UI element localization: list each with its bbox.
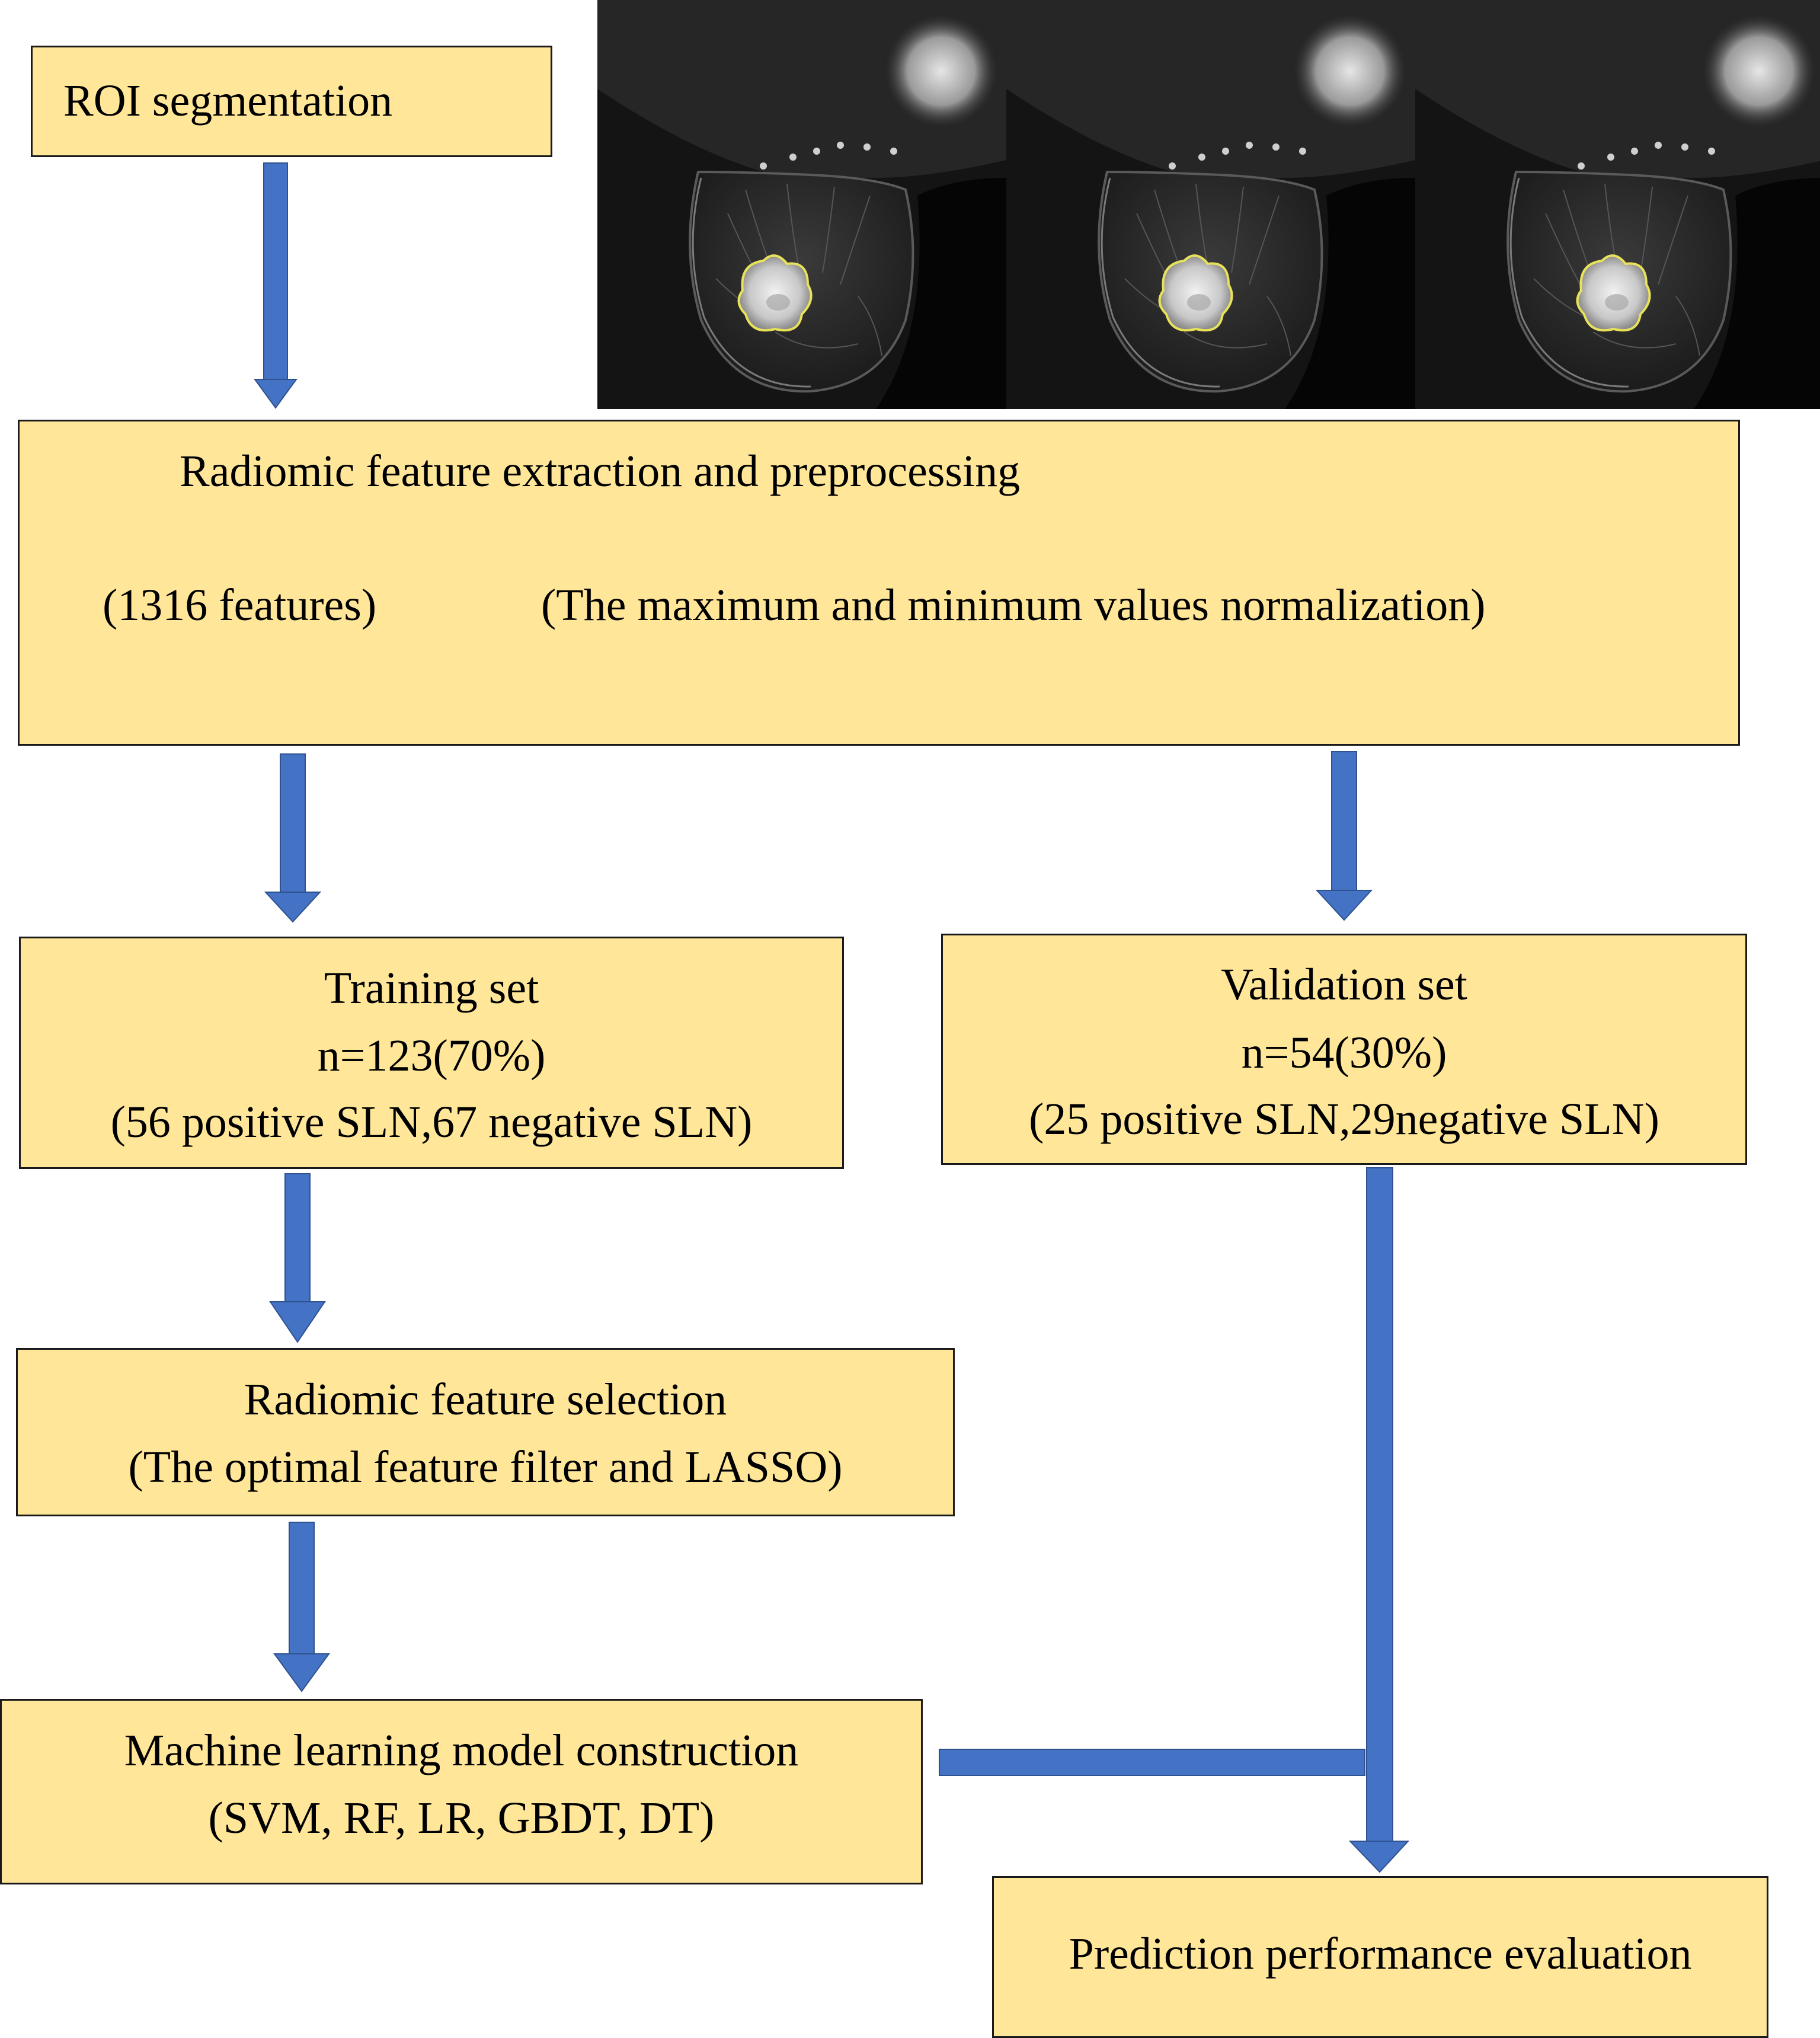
tissue-blob — [1703, 15, 1815, 127]
feature-selection-method: (The optimal feature filter and LASSO) — [128, 1442, 843, 1492]
model-construction-box: Machine learning model construction (SVM… — [0, 1699, 923, 1884]
training-set-breakdown: (56 positive SLN,67 negative SLN) — [110, 1097, 753, 1147]
arrow-extraction-to-training — [264, 753, 322, 923]
model-construction-algorithms: (SVM, RF, LR, GBDT, DT) — [208, 1793, 715, 1843]
mri-image — [1415, 0, 1820, 409]
roi-segmentation-label: ROI segmentation — [63, 76, 393, 126]
validation-set-title: Validation set — [1221, 960, 1467, 1010]
tissue-blob — [1294, 15, 1406, 127]
roi-tumor-outline — [1158, 254, 1233, 332]
training-set-count: n=123(70%) — [317, 1031, 546, 1081]
mri-image — [1006, 0, 1415, 409]
performance-evaluation-box: Prediction performance evaluation — [992, 1876, 1768, 2038]
mri-slice-1 — [597, 0, 1006, 409]
connector-model-to-join — [939, 1749, 1365, 1776]
roi-tumor-outline — [737, 254, 813, 332]
validation-set-count: n=54(30%) — [1241, 1028, 1447, 1078]
feature-count-note: (1316 features) — [103, 580, 377, 630]
arrow-extraction-to-validation — [1315, 751, 1373, 921]
training-set-box: Training set n=123(70%) (56 positive SLN… — [19, 937, 844, 1169]
mri-slice-2 — [1006, 0, 1415, 409]
feature-extraction-box: Radiomic feature extraction and preproce… — [18, 420, 1740, 746]
extraction-title: Radiomic feature extraction and preproce… — [180, 446, 1021, 496]
model-construction-title: Machine learning model construction — [124, 1726, 799, 1775]
roi-segmentation-box: ROI segmentation — [31, 46, 552, 157]
roi-tumor-outline — [1576, 254, 1651, 332]
arrow-training-to-selection — [269, 1173, 326, 1343]
mri-image — [597, 0, 1006, 409]
arrow-roi-to-extraction — [254, 162, 298, 409]
feature-selection-box: Radiomic feature selection (The optimal … — [16, 1348, 955, 1516]
training-set-title: Training set — [324, 963, 539, 1013]
normalization-note: (The maximum and minimum values normaliz… — [541, 580, 1486, 630]
mri-slice-3 — [1415, 0, 1820, 409]
validation-set-breakdown: (25 positive SLN,29negative SLN) — [1029, 1094, 1659, 1144]
validation-set-box: Validation set n=54(30%) (25 positive SL… — [941, 934, 1747, 1165]
arrow-selection-to-model — [273, 1522, 330, 1692]
arrow-validation-to-evaluation — [1348, 1167, 1410, 1873]
performance-evaluation-label: Prediction performance evaluation — [1069, 1929, 1692, 1979]
feature-selection-title: Radiomic feature selection — [244, 1375, 727, 1424]
tissue-blob — [885, 15, 997, 127]
